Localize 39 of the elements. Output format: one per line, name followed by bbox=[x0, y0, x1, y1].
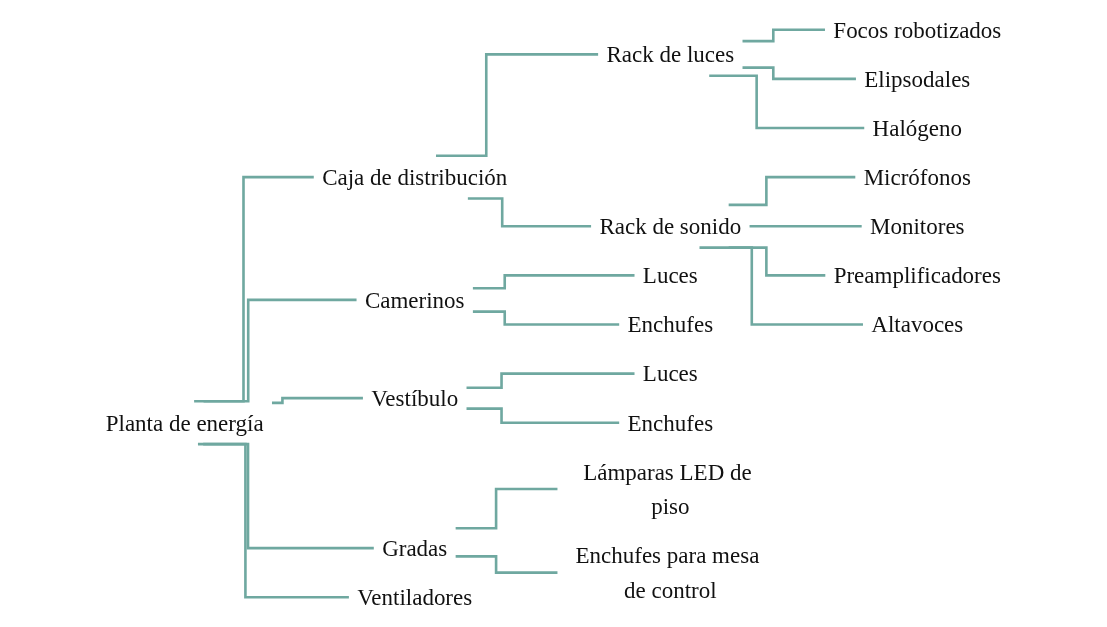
node-text: Monitores bbox=[870, 213, 965, 240]
node-text: Enchufes para mesa de control bbox=[575, 542, 760, 603]
node-text: Enchufes bbox=[627, 311, 714, 338]
node-text: Planta de energía bbox=[105, 409, 264, 436]
node-text: Camerinos bbox=[364, 286, 465, 313]
connector bbox=[742, 28, 825, 43]
connector bbox=[728, 175, 856, 207]
node-text: Enchufes bbox=[627, 409, 714, 436]
connector bbox=[197, 442, 349, 599]
connector bbox=[272, 396, 363, 405]
connector bbox=[472, 274, 635, 290]
node-text: Micrófonos bbox=[863, 164, 971, 191]
connector bbox=[455, 487, 558, 530]
connector bbox=[709, 74, 865, 130]
connector bbox=[466, 407, 620, 424]
node-text: Rack de luces bbox=[606, 41, 735, 68]
connector bbox=[467, 197, 592, 228]
node-text: Elipsodales bbox=[864, 65, 971, 92]
node-text: Gradas bbox=[382, 535, 448, 562]
node-text: Focos robotizados bbox=[833, 16, 1002, 43]
connector bbox=[203, 298, 357, 403]
connector bbox=[472, 310, 620, 326]
connector bbox=[466, 372, 635, 389]
connector bbox=[742, 66, 856, 81]
node-text: Caja de distribución bbox=[322, 164, 508, 191]
node-text: Vestíbulo bbox=[371, 385, 459, 412]
node-text: Luces bbox=[642, 360, 698, 387]
node-text: Rack de sonido bbox=[599, 213, 742, 240]
node-text: Lámparas LED de piso bbox=[583, 458, 752, 520]
node-text: Luces bbox=[642, 262, 698, 289]
node-text: Halógeno bbox=[872, 114, 962, 142]
connector bbox=[699, 246, 863, 326]
node-text: Ventiladores bbox=[357, 584, 473, 611]
connector bbox=[194, 175, 314, 403]
node-text: Preamplificadores bbox=[833, 262, 1001, 289]
node-text: Altavoces bbox=[871, 311, 964, 338]
connector bbox=[749, 224, 862, 228]
connector bbox=[455, 555, 558, 574]
connector bbox=[436, 53, 599, 157]
